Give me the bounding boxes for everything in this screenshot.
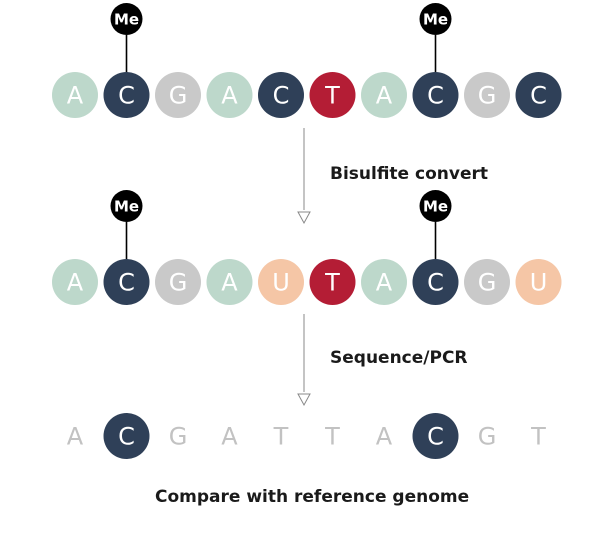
converted-base-letter-1: C <box>118 269 135 297</box>
converted-methyl-badge-1 <box>110 190 143 222</box>
original-base-letter-4: C <box>273 82 290 110</box>
converted-sequence-row: A C G A U T A C G U Me Me <box>52 190 562 305</box>
original-base-letter-5: T <box>324 82 340 110</box>
step-label-sequence: Sequence/PCR <box>330 348 468 368</box>
sequenced-letter-6: A <box>376 423 393 451</box>
original-base-circle-1 <box>103 72 150 118</box>
sequenced-letter-2: G <box>169 423 188 451</box>
converted-base-letter-9: U <box>530 269 548 297</box>
converted-base-circle-6 <box>361 259 407 305</box>
sequenced-letter-9: T <box>530 423 546 451</box>
converted-base-letter-3: A <box>221 269 238 297</box>
arrow-sequence <box>297 314 311 407</box>
original-base-circle-3 <box>206 72 253 118</box>
original-base-letter-9: C <box>530 82 547 110</box>
sequenced-letter-1: C <box>118 423 135 451</box>
original-base-circle-6 <box>361 72 407 118</box>
converted-base-circle-5 <box>309 259 356 305</box>
original-sequence-row: A C G A C T A C G C Me Me <box>52 3 562 118</box>
step-label-compare: Compare with reference genome <box>155 487 470 507</box>
original-base-circle-7 <box>412 72 459 118</box>
sequenced-letter-8: G <box>478 423 497 451</box>
original-base-circle-4 <box>258 72 304 118</box>
sequenced-highlight-circle-7 <box>412 413 459 459</box>
converted-base-circle-2 <box>155 259 201 305</box>
converted-base-circle-9 <box>515 259 562 305</box>
step-label-bisulfite: Bisulfite convert <box>330 164 488 184</box>
original-base-letter-3: A <box>221 82 238 110</box>
sequenced-letter-5: T <box>324 423 340 451</box>
converted-base-letter-6: A <box>376 269 393 297</box>
original-base-letter-0: A <box>67 82 84 110</box>
original-base-circle-8 <box>464 72 510 118</box>
converted-methyl-badge-7 <box>419 190 452 222</box>
converted-base-letter-7: C <box>427 269 444 297</box>
original-methyl-badge-7 <box>419 3 452 35</box>
converted-base-circle-4 <box>258 259 304 305</box>
original-base-circle-9 <box>515 72 562 118</box>
sequenced-letter-3: A <box>221 423 238 451</box>
original-methyl-label-7: Me <box>423 11 448 29</box>
original-base-letter-7: C <box>427 82 444 110</box>
sequenced-letter-7: C <box>427 423 444 451</box>
original-methyl-label-1: Me <box>114 11 139 29</box>
original-base-circle-2 <box>155 72 201 118</box>
converted-methyl-label-1: Me <box>114 198 139 216</box>
converted-base-letter-4: U <box>272 269 290 297</box>
converted-base-letter-8: G <box>478 269 497 297</box>
original-base-circle-0 <box>52 72 98 118</box>
arrow-bisulfite <box>297 128 311 225</box>
converted-base-circle-8 <box>464 259 510 305</box>
original-base-letter-2: G <box>169 82 188 110</box>
converted-base-letter-5: T <box>324 269 340 297</box>
converted-base-circle-3 <box>206 259 253 305</box>
sequenced-letter-0: A <box>67 423 84 451</box>
original-base-circle-5 <box>309 72 356 118</box>
original-methyl-badge-1 <box>110 3 143 35</box>
converted-base-circle-0 <box>52 259 98 305</box>
original-base-letter-1: C <box>118 82 135 110</box>
converted-base-letter-0: A <box>67 269 84 297</box>
converted-base-letter-2: G <box>169 269 188 297</box>
converted-base-circle-7 <box>412 259 459 305</box>
converted-base-circle-1 <box>103 259 150 305</box>
original-base-letter-8: G <box>478 82 497 110</box>
sequenced-highlight-circle-1 <box>103 413 150 459</box>
converted-methyl-label-7: Me <box>423 198 448 216</box>
original-base-letter-6: A <box>376 82 393 110</box>
sequenced-letter-4: T <box>273 423 289 451</box>
